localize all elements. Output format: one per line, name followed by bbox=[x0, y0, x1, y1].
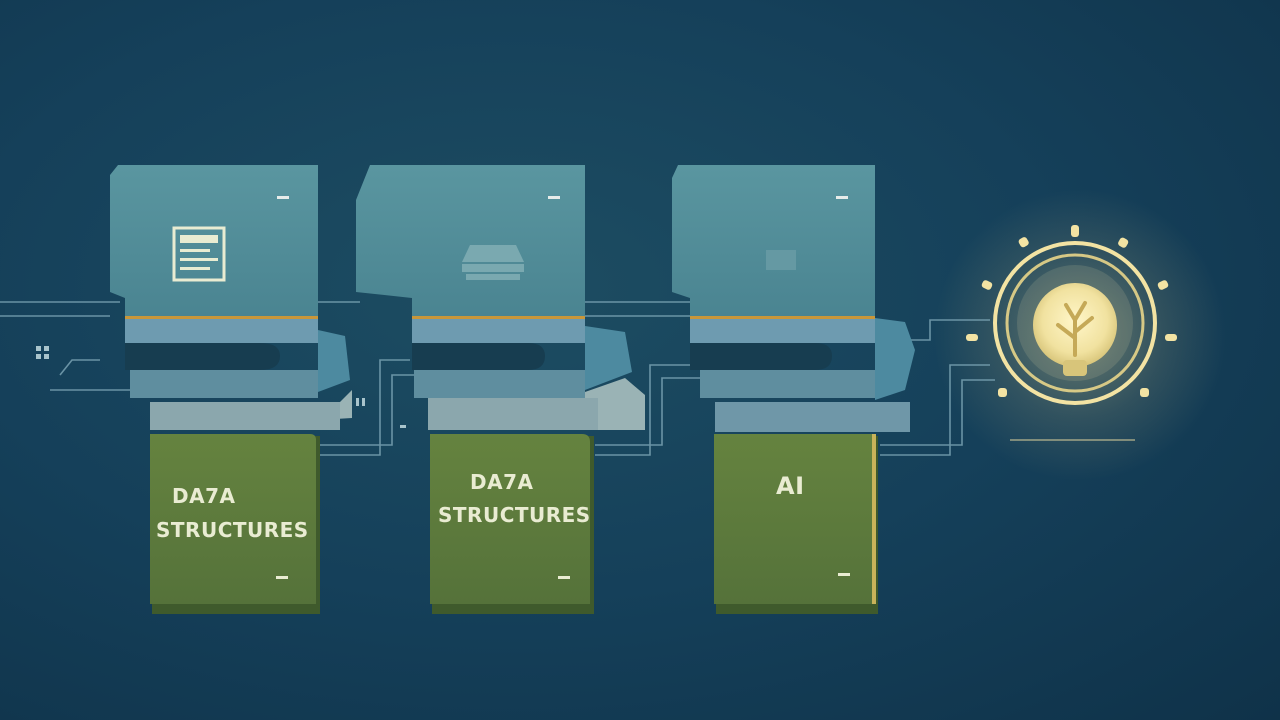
lightbulb-rays bbox=[966, 225, 1177, 397]
card-1-label-line-1: DA7A bbox=[172, 484, 236, 508]
chip-icon bbox=[766, 250, 796, 270]
card-2-label-line-1: DA7A bbox=[470, 470, 534, 494]
module-2-top-panel bbox=[356, 165, 585, 318]
card-2-label-line-2: STRUCTURES bbox=[438, 503, 591, 527]
module-2-green-card bbox=[430, 434, 594, 614]
tray-icon bbox=[462, 245, 524, 280]
module-3-green-card bbox=[714, 434, 878, 614]
connector-marks bbox=[36, 346, 406, 428]
card-1-label-line-2: STRUCTURES bbox=[156, 518, 309, 542]
connector-lines bbox=[0, 301, 1135, 456]
module-3-top-panel bbox=[672, 165, 875, 318]
lightbulb-icon bbox=[966, 225, 1177, 405]
card-3-label: AI bbox=[776, 472, 805, 500]
module-3 bbox=[672, 165, 915, 432]
module-1-accent-strip bbox=[125, 316, 318, 319]
module-3-accent-strip bbox=[690, 316, 875, 319]
module-1 bbox=[110, 165, 352, 430]
document-icon bbox=[172, 226, 226, 282]
module-1-green-card bbox=[150, 434, 320, 614]
module-2-accent-strip bbox=[412, 316, 585, 319]
module-2 bbox=[356, 165, 645, 430]
